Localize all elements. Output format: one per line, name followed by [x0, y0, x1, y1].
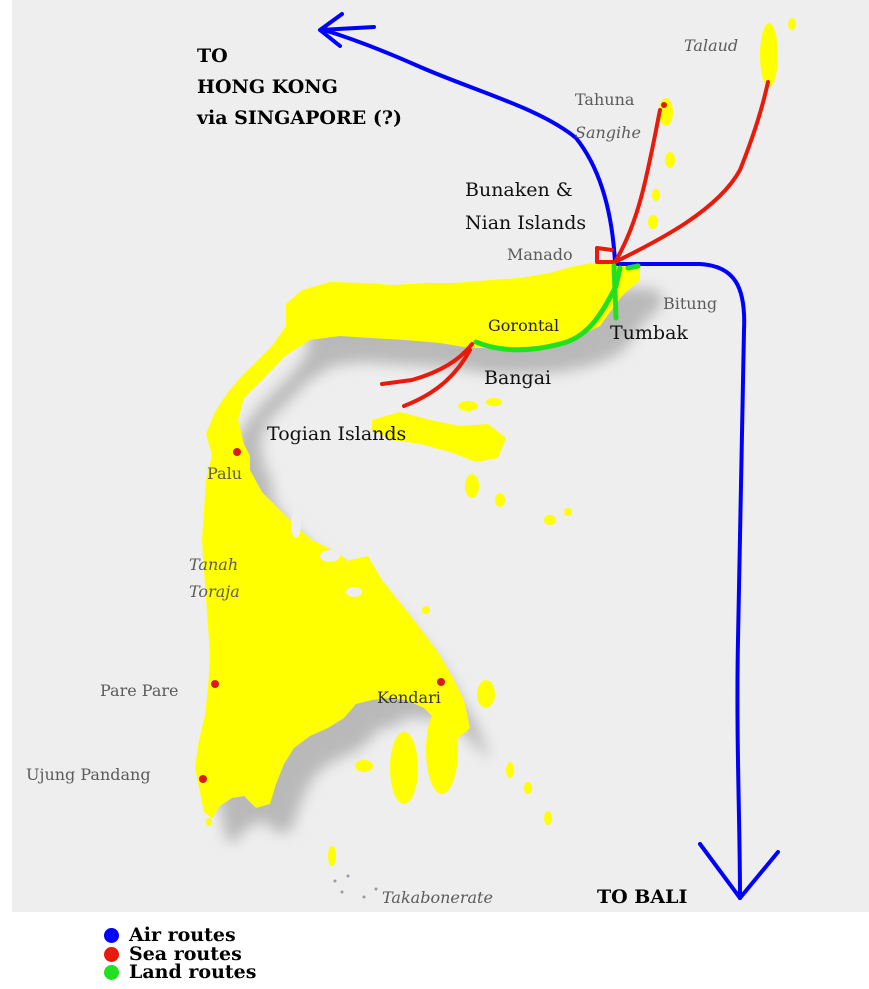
banggai-island-2 [495, 493, 505, 507]
sangihe-islet-1 [665, 152, 675, 168]
banggai-island-3 [544, 515, 556, 525]
kabaena-island [355, 760, 373, 772]
palu-marker [233, 448, 241, 456]
land-route-tumbak [611, 263, 619, 321]
buton-island [426, 706, 458, 794]
wakatobi-island-1 [506, 762, 514, 778]
air-routes [318, 12, 780, 900]
sangihe-islet-2 [652, 189, 660, 201]
island-body [195, 262, 640, 818]
sea-route-tahuna [613, 108, 662, 264]
label-sangihe: Sangihe [575, 123, 641, 142]
legend-dot-air [104, 927, 119, 943]
selayar-island [328, 846, 336, 866]
label-pare-pare: Pare Pare [100, 681, 179, 700]
label-tanah-line2: Toraja [189, 582, 240, 601]
label-togian: Togian Islands [267, 423, 407, 445]
wawonii-island [477, 680, 495, 708]
label-talaud: Talaud [684, 36, 739, 55]
label-manado: Manado [507, 245, 573, 264]
legend-item-land: Land routes [104, 962, 256, 982]
legend-label-air: Air routes [129, 923, 236, 946]
ujung-pandang-marker [199, 775, 207, 783]
banggai-island-1 [465, 474, 479, 498]
air-route-hong-kong-arrowhead [318, 12, 376, 48]
sea-route-bunaken [595, 246, 617, 264]
togian-island-2 [486, 398, 502, 406]
label-tumbak: Tumbak [610, 322, 688, 344]
legend-item-sea: Sea routes [104, 944, 242, 964]
label-bunaken-line2: Nian Islands [465, 212, 587, 234]
label-bitung: Bitung [663, 294, 718, 313]
east-arm [372, 412, 506, 462]
banggai-island-4 [564, 508, 572, 516]
sea-route-talaud [613, 80, 770, 264]
label-gorontalo: Gorontal [488, 316, 560, 335]
destination-north-line1: TO [197, 45, 228, 67]
destination-north-line3: via SINGAPORE (?) [197, 107, 402, 129]
talaud-island [760, 23, 778, 87]
talaud-islet [788, 18, 796, 30]
land-routes [473, 263, 641, 353]
legend-dot-sea [104, 946, 119, 962]
sulawesi-island [195, 18, 796, 866]
muna-island [390, 732, 418, 804]
land-route-gorontalo [473, 265, 623, 353]
land-route-bitung [625, 263, 641, 271]
town-markers [199, 102, 667, 783]
destination-north-line2: HONG KONG [197, 76, 338, 98]
legend-label-sea: Sea routes [129, 942, 242, 965]
tahuna-marker [661, 102, 667, 108]
destination-south: TO BALI [597, 886, 688, 908]
wakatobi-island-3 [544, 811, 552, 825]
air-route-bali-arrowhead [698, 842, 780, 900]
pare-pare-marker [211, 680, 219, 688]
label-kendari: Kendari [377, 688, 441, 707]
air-route-hong-kong [322, 28, 617, 264]
sea-routes [380, 80, 770, 408]
label-ujung-pandang: Ujung Pandang [26, 765, 151, 784]
togian-island-1 [458, 401, 478, 411]
sangihe-islet-3 [648, 215, 658, 229]
label-tanah-line1: Tanah [189, 555, 239, 574]
label-palu: Palu [207, 464, 243, 483]
takabonerate-islets [333, 874, 378, 899]
islet-southwest [206, 818, 212, 826]
islet-kendari [422, 606, 430, 614]
wakatobi-island-2 [524, 782, 532, 794]
southeast-arm [340, 556, 470, 740]
label-bunaken-line1: Bunaken & [465, 179, 573, 201]
legend-label-land: Land routes [129, 960, 257, 983]
label-takabonerate: Takabonerate [382, 888, 493, 907]
air-route-bali [613, 262, 747, 900]
inland-details [291, 510, 362, 597]
kendari-marker [437, 678, 445, 686]
label-bangai: Bangai [484, 367, 552, 389]
label-tahuna: Tahuna [575, 90, 635, 109]
legend-item-air: Air routes [104, 925, 236, 945]
sea-route-togian [380, 342, 474, 408]
legend-dot-land [104, 964, 119, 980]
